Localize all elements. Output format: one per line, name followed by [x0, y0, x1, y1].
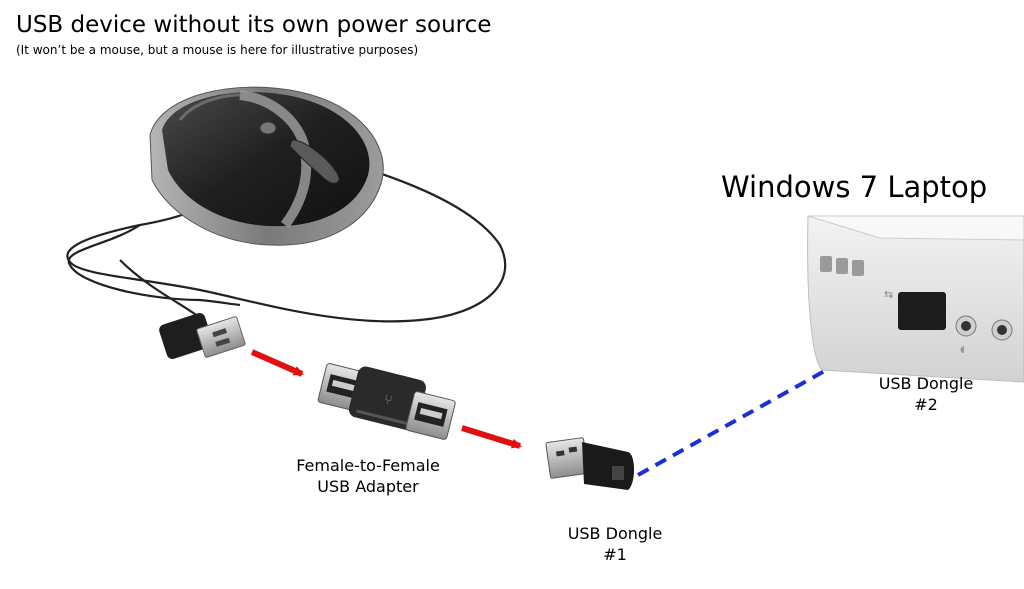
laptop-image: ⇆ ◖	[807, 215, 1024, 383]
usb-dongle-2-image	[898, 292, 946, 330]
svg-text:⑂: ⑂	[382, 392, 394, 410]
label-usb-dongle-2-line2: #2	[914, 395, 938, 414]
label-usb-dongle-2: USB Dongle #2	[856, 373, 996, 415]
label-usb-dongle-2-line1: USB Dongle	[878, 374, 974, 393]
label-usb-adapter-line1: Female-to-Female	[296, 456, 440, 475]
diagram-subtitle: (It won’t be a mouse, but a mouse is her…	[16, 43, 419, 57]
label-usb-adapter-line2: USB Adapter	[317, 477, 419, 496]
label-usb-dongle-1: USB Dongle #1	[540, 523, 690, 565]
usb-adapter-image: ⑂	[317, 363, 456, 440]
label-usb-dongle-1-line1: USB Dongle	[567, 524, 663, 543]
usb-dongle-1-image	[545, 437, 634, 490]
label-usb-dongle-1-line2: #1	[603, 545, 627, 564]
laptop-title: Windows 7 Laptop	[721, 170, 988, 204]
arrow-plug-to-adapter	[250, 349, 304, 377]
svg-text:⇆: ⇆	[884, 288, 893, 301]
usb-plug-icon	[159, 313, 246, 359]
diagram-title: USB device without its own power source	[16, 12, 492, 38]
mouse-image	[66, 86, 507, 359]
label-usb-adapter: Female-to-Female USB Adapter	[270, 455, 466, 497]
svg-text:◖: ◖	[960, 345, 965, 355]
arrow-adapter-to-dongle	[461, 425, 522, 449]
